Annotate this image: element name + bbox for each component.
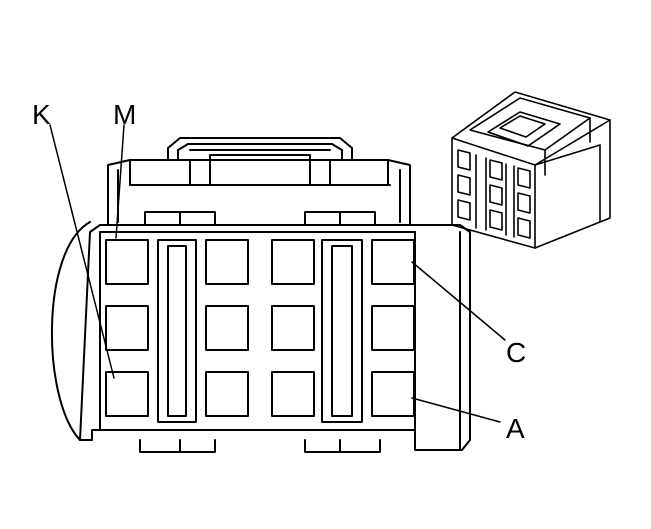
callout-m: M	[113, 99, 136, 130]
cavity	[371, 305, 415, 351]
cavity	[105, 239, 149, 285]
cavity	[205, 305, 249, 351]
connector-top-ledge	[107, 159, 411, 226]
cavity-c	[371, 239, 415, 285]
connector-body	[79, 224, 471, 451]
connector-iso-view	[451, 91, 611, 249]
connector-shell-curve	[50, 221, 91, 441]
cavity-a	[371, 371, 415, 417]
callout-a: A	[506, 413, 525, 444]
divider-wall	[321, 239, 363, 423]
leader-lines	[49, 124, 506, 423]
cavity	[271, 305, 315, 351]
cavity-k	[105, 371, 149, 417]
leader-c	[411, 261, 506, 341]
connector-face-view	[50, 137, 471, 453]
divider-wall	[157, 239, 197, 423]
leader-k	[49, 124, 115, 379]
connector-latch	[167, 137, 353, 161]
callout-c: C	[506, 337, 526, 368]
cavity	[205, 239, 249, 285]
leader-a	[411, 397, 501, 423]
callout-labels: K M C A	[32, 99, 526, 444]
cavity	[105, 305, 149, 351]
callout-k: K	[32, 99, 51, 130]
cavity	[205, 371, 249, 417]
leader-m	[115, 124, 125, 239]
cavity	[271, 371, 315, 417]
cavity	[271, 239, 315, 285]
